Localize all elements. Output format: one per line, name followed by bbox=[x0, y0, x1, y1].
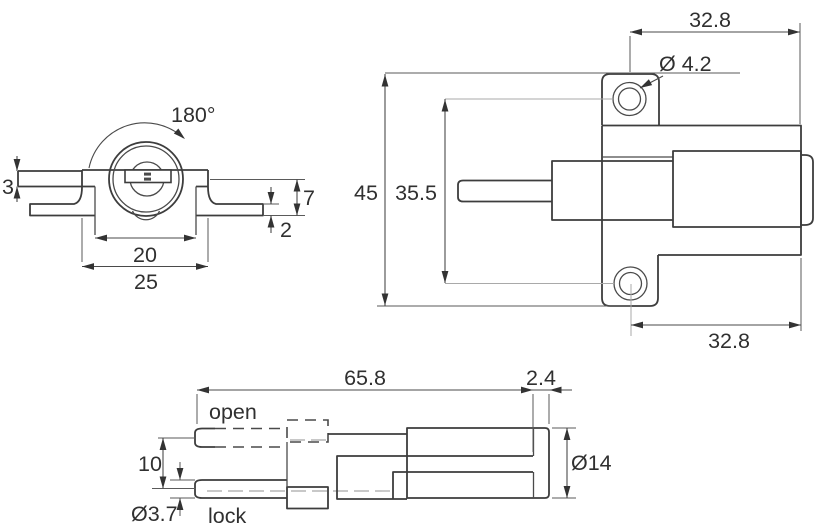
keyway-bar bbox=[124, 169, 172, 184]
arrowhead bbox=[13, 159, 21, 171]
dim-24-text: 2.4 bbox=[526, 366, 556, 390]
cam-bar-outline bbox=[17, 170, 95, 188]
dim-14-text: Ø14 bbox=[571, 451, 612, 475]
arrowhead bbox=[184, 234, 196, 242]
body-notch-edges bbox=[94, 186, 197, 235]
lock-label: lock bbox=[208, 504, 246, 526]
open-label: open bbox=[209, 400, 257, 424]
arrowhead bbox=[640, 79, 653, 88]
dim-7-extension bbox=[210, 179, 305, 216]
cam-tongue-bump bbox=[131, 210, 161, 221]
arrowhead bbox=[789, 321, 801, 329]
plunger-view: 65.8 2.4 open lock 10 Ø3.7 Ø14 bbox=[131, 366, 612, 526]
lock-face-outer-ring bbox=[108, 141, 184, 217]
dim-37-extension bbox=[170, 462, 195, 516]
dim-37-text: Ø3.7 bbox=[131, 502, 178, 526]
top-hole bbox=[617, 87, 642, 111]
hole-dia-text: Ø 4.2 bbox=[659, 52, 712, 76]
dim-25-text: 25 bbox=[134, 270, 158, 294]
dim-7-text: 7 bbox=[303, 186, 315, 210]
arrowhead bbox=[381, 74, 389, 87]
barrel-outline bbox=[551, 160, 673, 221]
arrowhead bbox=[159, 438, 167, 450]
arrowhead bbox=[13, 186, 21, 199]
arrowhead bbox=[267, 192, 275, 204]
key-slot-mark-bottom bbox=[144, 177, 151, 181]
arrowhead bbox=[159, 476, 167, 489]
dim-2-text: 2 bbox=[280, 218, 292, 242]
arrowhead bbox=[630, 28, 642, 36]
rear-cap-outline bbox=[801, 154, 814, 226]
dim-10-extension bbox=[152, 437, 196, 489]
side-view: 32.8 Ø 4.2 45 35.5 32.8 bbox=[354, 8, 814, 353]
rotation-arrowhead bbox=[173, 128, 185, 139]
shaft-outline bbox=[457, 179, 552, 203]
body-outline bbox=[406, 427, 550, 499]
arrowhead bbox=[441, 271, 449, 283]
arrowhead bbox=[293, 203, 301, 216]
dim-355-extension bbox=[445, 98, 614, 284]
dim-45-text: 45 bbox=[354, 181, 378, 205]
dim-328top-extension bbox=[629, 23, 801, 124]
lock-face-inner-ring bbox=[112, 145, 180, 213]
dim-658-text: 65.8 bbox=[344, 366, 386, 390]
arrowhead bbox=[381, 293, 389, 306]
dim-658-extension bbox=[196, 394, 550, 452]
arrowhead bbox=[95, 234, 107, 242]
arrowhead bbox=[82, 263, 94, 270]
arrowhead bbox=[293, 179, 301, 192]
arrowhead bbox=[197, 386, 209, 394]
dim-14-extension bbox=[552, 427, 576, 499]
arrowhead bbox=[521, 386, 533, 394]
open-crossbar-ghost bbox=[286, 419, 329, 443]
plate-side-edges bbox=[81, 170, 209, 188]
rear-housing-outline bbox=[672, 150, 802, 228]
arrowhead bbox=[788, 28, 800, 36]
wings-outline bbox=[29, 186, 264, 217]
dim-3-text: 3 bbox=[2, 175, 14, 199]
arrowhead bbox=[176, 498, 184, 510]
lock-crossbar bbox=[286, 486, 329, 510]
dim-20-text: 20 bbox=[133, 243, 157, 267]
arrowhead bbox=[267, 215, 275, 228]
arrowhead bbox=[441, 99, 449, 112]
lock-pin-outline bbox=[194, 479, 287, 499]
dim-10-text: 10 bbox=[138, 452, 162, 476]
arrowhead bbox=[563, 428, 571, 440]
arrowhead bbox=[563, 486, 571, 498]
arrowhead bbox=[176, 468, 184, 480]
rotation-arc bbox=[88, 122, 184, 169]
open-pin-ghost bbox=[215, 427, 287, 448]
arrowhead bbox=[549, 386, 562, 394]
cam-plate-outline bbox=[336, 455, 533, 500]
key-slot-mark-top bbox=[144, 172, 151, 176]
dim-328top-text: 32.8 bbox=[689, 8, 731, 32]
arrowhead bbox=[196, 263, 208, 270]
arrowhead bbox=[631, 321, 643, 329]
rotation-angle-label: 180° bbox=[171, 103, 215, 127]
bottom-tab-outline bbox=[601, 125, 659, 307]
plate-outline bbox=[602, 124, 802, 256]
dim-45-extension bbox=[377, 72, 740, 307]
open-pin-tip bbox=[194, 427, 215, 448]
dim-328bot-text: 32.8 bbox=[708, 329, 750, 353]
front-view: 180° 3 7 2 20 25 bbox=[2, 103, 315, 294]
dim-355-text: 35.5 bbox=[395, 181, 437, 205]
dim-25-extension bbox=[81, 218, 209, 262]
